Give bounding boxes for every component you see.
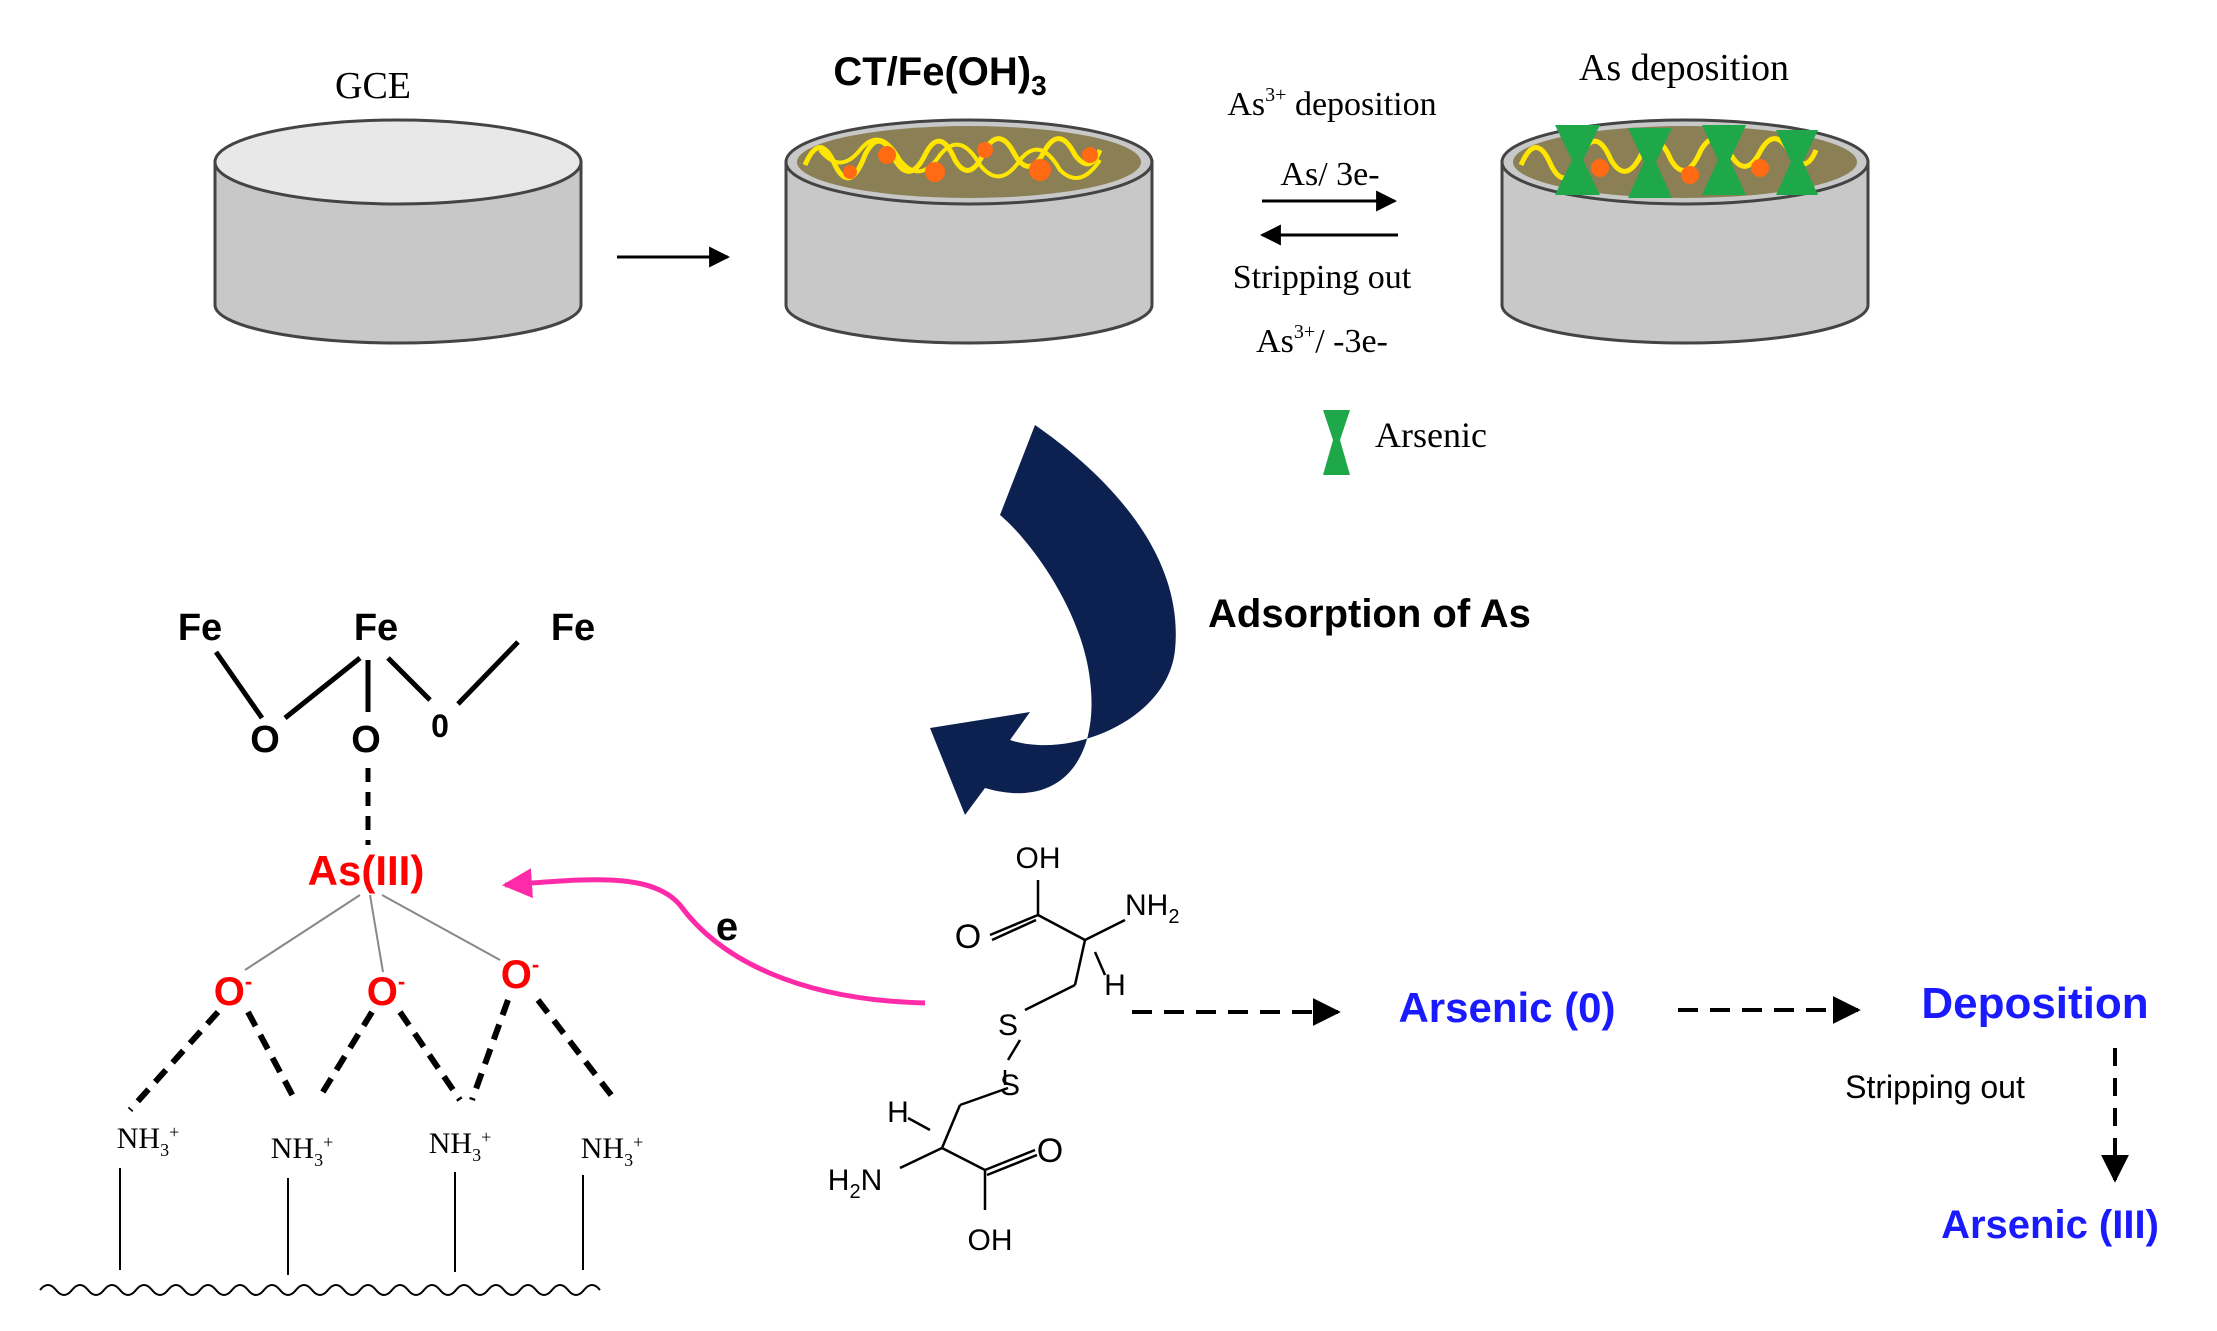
- arsenic-0-label: Arsenic (0): [1398, 984, 1615, 1031]
- fe-left-label: Fe: [178, 607, 222, 649]
- gce-label: GCE: [335, 65, 411, 107]
- nh2-top-label: NH2: [1125, 889, 1179, 928]
- h-bottom-label: H: [887, 1096, 909, 1129]
- ct-fe-electrode: [784, 118, 1154, 345]
- nh3-groups: NH3+ NH3+ NH3+ NH3+: [39, 1122, 644, 1296]
- as-3e-label: As/ 3e-: [1280, 156, 1379, 193]
- cystine-molecule: [899, 880, 1126, 1210]
- nh3-label-4: NH3+: [581, 1132, 644, 1170]
- arsenic-iii-label: Arsenic (III): [1941, 1203, 2159, 1247]
- o-minus-right: O-: [501, 952, 539, 997]
- o-right-label: 0: [431, 708, 449, 744]
- o-left-label: O: [250, 719, 280, 761]
- arsenic-legend-icon: [1323, 410, 1350, 475]
- ionic-dashed-bonds: [127, 998, 618, 1113]
- stripping-out-top-label: Stripping out: [1233, 259, 1412, 296]
- adsorption-label: Adsorption of As: [1208, 592, 1531, 636]
- o-dbl-top-label: O: [955, 918, 981, 956]
- h2n-label: H2N: [828, 1164, 882, 1203]
- as-iii-label: As(III): [308, 847, 425, 894]
- h-top-label: H: [1104, 969, 1126, 1002]
- s-upper-label: S: [998, 1009, 1018, 1042]
- stripping-out-bottom-label: Stripping out: [1845, 1069, 2025, 1105]
- ct-fe-label: CT/Fe(OH)3: [833, 50, 1046, 101]
- as-bond-left: [244, 894, 361, 971]
- o-minus-mid: O-: [367, 969, 405, 1014]
- electron-transfer-arrow: [502, 868, 926, 1006]
- as-deposition-title: As deposition: [1579, 47, 1789, 89]
- nh3-label-3: NH3+: [429, 1127, 492, 1165]
- fe-mid-label: Fe: [354, 607, 398, 649]
- as-bond-mid: [369, 894, 384, 973]
- electron-label: e: [716, 905, 738, 949]
- o-dbl-bottom-label: O: [1037, 1132, 1063, 1170]
- arsenic-legend-label: Arsenic: [1375, 415, 1487, 455]
- nh3-label-2: NH3+: [271, 1132, 334, 1170]
- deposition-label: Deposition: [1921, 979, 2148, 1028]
- s-lower-label: S: [1000, 1069, 1020, 1102]
- gce-electrode: [213, 118, 583, 345]
- oh-top-label: OH: [1016, 842, 1061, 875]
- nh3-label-1: NH3+: [117, 1122, 180, 1160]
- o-mid-label: O: [351, 719, 381, 761]
- as-deposition-electrode: [1500, 118, 1870, 345]
- fe-o-complex: Fe Fe Fe O O 0: [178, 607, 595, 845]
- as-bond-right: [381, 894, 501, 961]
- o-minus-left: O-: [214, 969, 252, 1014]
- oh-bottom-label: OH: [968, 1224, 1013, 1257]
- as3-deposition-label: As3+ deposition: [1227, 84, 1436, 123]
- chitosan-backbone: [39, 1284, 601, 1296]
- fe-right-label: Fe: [551, 607, 595, 649]
- as3-minus-label: As3+/ -3e-: [1256, 321, 1388, 360]
- adsorption-curved-arrow: [930, 425, 1176, 815]
